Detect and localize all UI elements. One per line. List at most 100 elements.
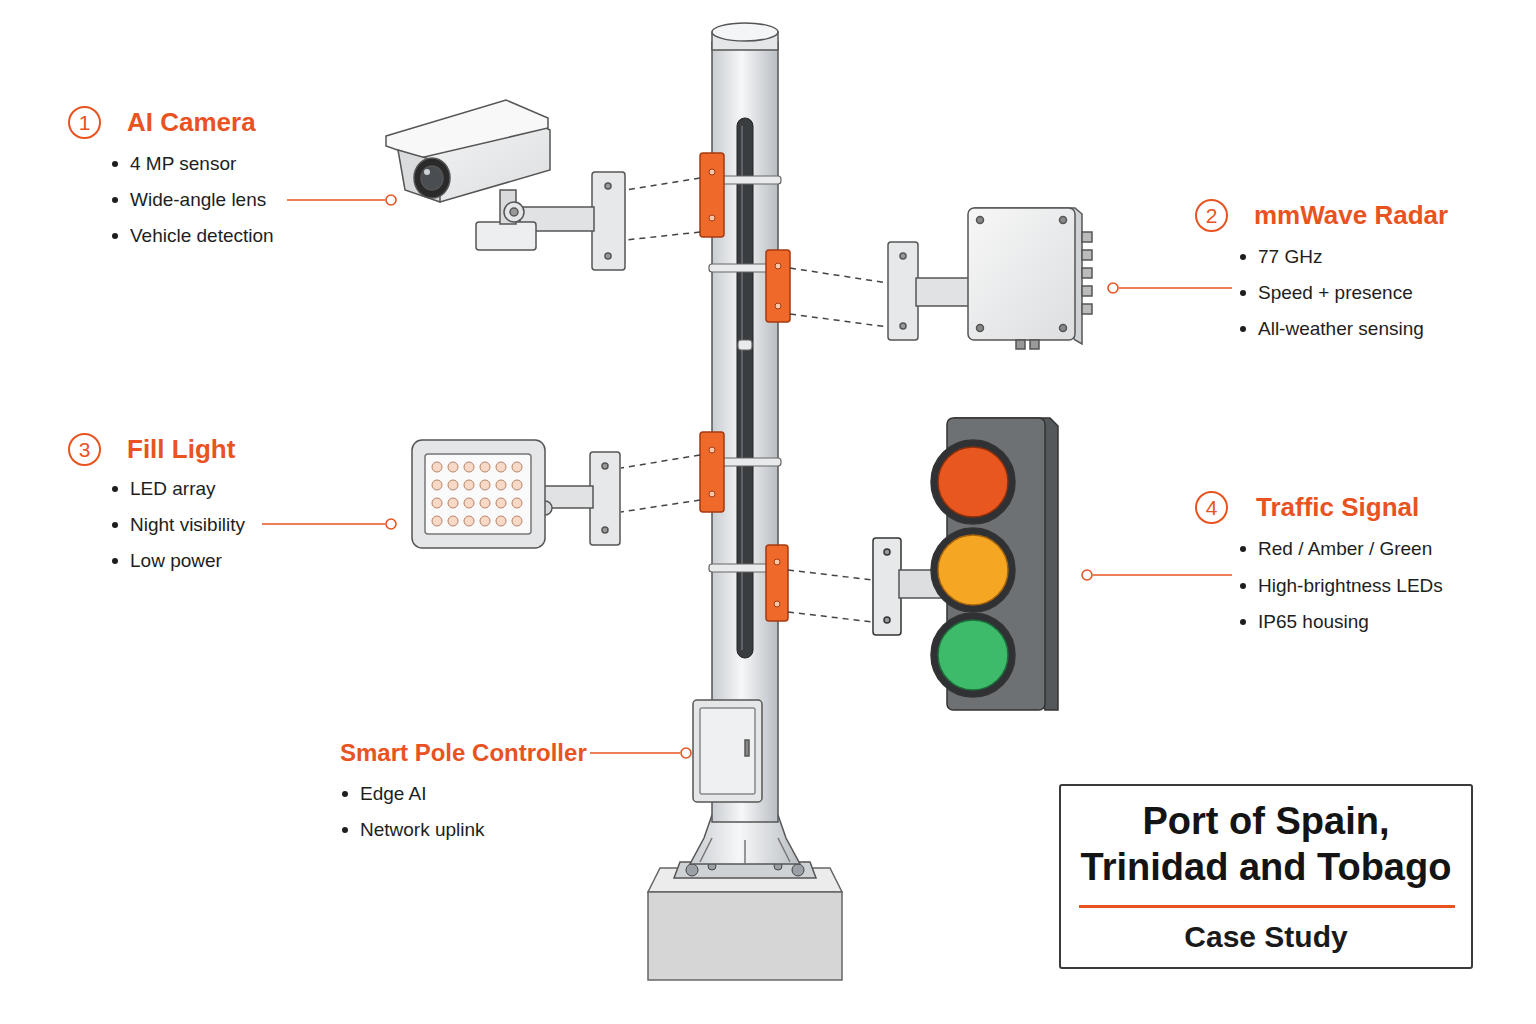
camera-illustration-part: [421, 166, 443, 190]
orange-brackets-part: [766, 250, 790, 322]
bullet-dot: [112, 161, 118, 167]
feature-bullet: LED array: [130, 477, 216, 501]
feature-bullet: Wide-angle lens: [130, 188, 266, 212]
mount-guides-part: [621, 500, 700, 512]
radar-illustration-part: [1060, 217, 1067, 224]
feature-bullet: Red / Amber / Green: [1258, 537, 1432, 561]
led-array-part: [464, 498, 474, 508]
leader-lines-part: [681, 748, 691, 758]
led-array-part: [432, 498, 442, 508]
bullet-dot: [112, 522, 118, 528]
radar-illustration-part: [888, 242, 918, 340]
camera-illustration-part: [414, 158, 450, 198]
traffic-signal-illustration-part: [931, 528, 1015, 612]
feature-bullet: IP65 housing: [1258, 610, 1369, 634]
mount-guides-part: [788, 612, 873, 622]
foundation-part: [648, 892, 842, 980]
feature-bullet: Network uplink: [360, 818, 485, 842]
camera-illustration-part: [424, 169, 430, 175]
radar-illustration-part: [1016, 340, 1025, 349]
traffic-signal-illustration-part: [931, 613, 1015, 697]
bracket-bolts-part: [709, 491, 715, 497]
callout-circle: 3: [68, 433, 101, 466]
leader-lines-part: [1093, 574, 1232, 576]
camera-illustration-part: [386, 100, 548, 158]
radar-illustration-part: [900, 323, 906, 329]
radar-illustration-part: [1082, 304, 1092, 314]
fill-light-illustration-part: [425, 454, 531, 534]
bracket-bolts-part: [775, 263, 781, 269]
bullet-dot: [112, 486, 118, 492]
feature-bullet: Vehicle detection: [130, 224, 274, 248]
feature-bullet: Speed + presence: [1258, 281, 1413, 305]
callout-number: 3: [79, 439, 91, 460]
bracket-bolts-part: [774, 601, 780, 607]
leader-lines-part: [590, 752, 680, 754]
traffic-signal-illustration-part: [938, 535, 1008, 605]
led-array-part: [512, 462, 522, 472]
camera-illustration-part: [592, 172, 625, 270]
callout-number: 2: [1206, 205, 1218, 226]
component-heading: AI Camera: [127, 106, 256, 138]
orange-brackets-part: [700, 432, 724, 512]
mount-guides: [621, 178, 888, 622]
leader-lines-part: [386, 195, 396, 205]
mount-guides-part: [788, 570, 873, 580]
leader-lines-part: [287, 199, 385, 201]
radar-illustration-part: [900, 253, 906, 259]
traffic-signal-illustration-part: [938, 447, 1008, 517]
callout-circle: 4: [1195, 491, 1228, 524]
callout-circle: 2: [1195, 199, 1228, 232]
bracket-bolts-part: [775, 303, 781, 309]
led-array-part: [496, 462, 506, 472]
traffic-signal-illustration-part: [931, 440, 1015, 524]
led-array-part: [448, 516, 458, 526]
radar-illustration-part: [968, 208, 1075, 340]
bracket-bolts: [709, 169, 781, 607]
leader-lines-part: [1119, 287, 1232, 289]
led-array-part: [480, 480, 490, 490]
led-array-part: [464, 462, 474, 472]
controller-cabinet-part: [700, 708, 755, 794]
component-heading: mmWave Radar: [1254, 199, 1448, 231]
bullet-dot: [1240, 326, 1246, 332]
foundation-part: [686, 864, 698, 876]
camera-illustration-part: [605, 253, 611, 259]
led-array-part: [512, 516, 522, 526]
bullet-dot: [112, 233, 118, 239]
bullet-dot: [342, 827, 348, 833]
led-array-part: [480, 498, 490, 508]
led-array-part: [464, 480, 474, 490]
bullet-dot: [1240, 254, 1246, 260]
leader-lines-part: [386, 519, 396, 529]
orange-brackets-part: [700, 153, 724, 237]
radar-illustration-part: [977, 325, 984, 332]
led-array-part: [448, 498, 458, 508]
controller-cabinet-part: [693, 700, 762, 802]
mount-guides-part: [626, 232, 700, 240]
camera-illustration-part: [510, 208, 518, 216]
controller-cabinet-part: [745, 740, 749, 756]
pole-clamps-part: [738, 340, 752, 350]
title-rule: [1079, 905, 1455, 908]
traffic-signal-illustration-part: [873, 538, 901, 635]
led-array: [432, 462, 522, 526]
camera-illustration-part: [476, 222, 536, 250]
title-box: Port of Spain, Trinidad and TobagoCase S…: [1059, 784, 1473, 969]
feature-bullet: 77 GHz: [1258, 245, 1322, 269]
pole-part: [700, 838, 790, 864]
led-array-part: [496, 498, 506, 508]
led-array-part: [432, 480, 442, 490]
led-array-part: [432, 516, 442, 526]
led-array-part: [496, 480, 506, 490]
leader-lines-part: [262, 523, 385, 525]
bullet-dot: [342, 791, 348, 797]
callout-number: 4: [1206, 497, 1218, 518]
bullet-dot: [1240, 619, 1246, 625]
bullet-dot: [112, 197, 118, 203]
pole-part: [712, 23, 778, 41]
bracket-bolts-part: [774, 559, 780, 565]
component-heading: Traffic Signal: [1256, 491, 1419, 523]
bullet-dot: [112, 558, 118, 564]
led-array-part: [464, 516, 474, 526]
